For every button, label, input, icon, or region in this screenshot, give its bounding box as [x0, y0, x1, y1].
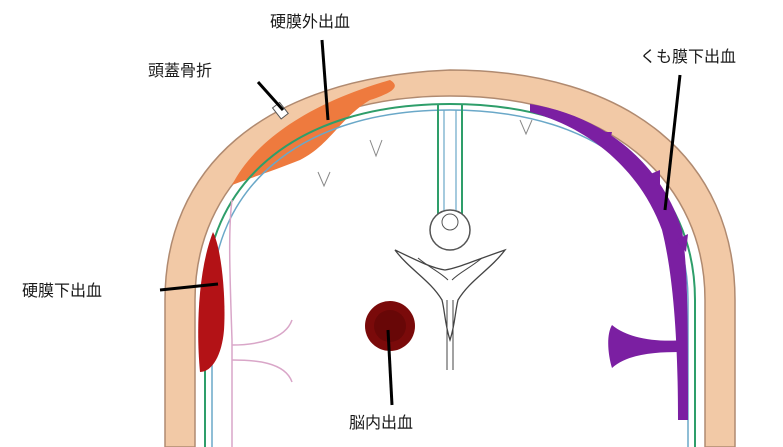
leader-skull-fracture — [258, 82, 283, 110]
skull-bone — [165, 70, 735, 447]
label-subdural-hemorrhage: 硬膜下出血 — [22, 281, 102, 300]
label-subarachnoid-hemorrhage: くも膜下出血 — [640, 47, 736, 66]
pia-left — [230, 200, 232, 447]
subarachnoid-branch — [608, 325, 685, 368]
brain-sulcus-left-1 — [318, 172, 330, 186]
brain-sulcus-right-1 — [520, 120, 532, 134]
label-intracerebral-hemorrhage: 脳内出血 — [349, 413, 413, 432]
label-skull-fracture: 頭蓋骨折 — [148, 61, 212, 80]
pia-left-branch — [232, 320, 292, 382]
intracerebral-core — [374, 310, 406, 342]
falx-cerebri — [438, 104, 462, 215]
falx-sinus-inner — [442, 214, 458, 230]
falx-inner — [444, 110, 456, 218]
subdural-hemorrhage-region — [198, 232, 224, 372]
brain-sulcus-left-2 — [370, 140, 382, 156]
label-epidural-hemorrhage: 硬膜外出血 — [270, 12, 350, 31]
